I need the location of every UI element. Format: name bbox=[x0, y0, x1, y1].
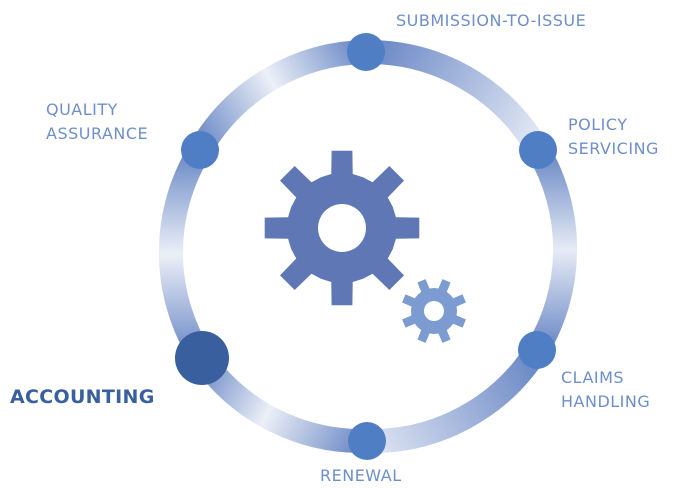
cycle-ring bbox=[158, 39, 578, 454]
ring-arc-renewal-to-accounting bbox=[192, 350, 368, 454]
small-gear-icon bbox=[402, 279, 466, 343]
label-renewal-text: RENEWAL bbox=[320, 466, 402, 485]
label-claims-line1: CLAIMS bbox=[561, 368, 625, 387]
ring-arc-accounting-to-quality bbox=[158, 143, 213, 365]
node-renewal[interactable] bbox=[348, 422, 386, 460]
ring-arc-policy-to-claims bbox=[526, 143, 578, 357]
node-quality-assurance[interactable] bbox=[181, 131, 219, 169]
node-accounting-active[interactable] bbox=[175, 331, 229, 385]
label-accounting-text: ACCOUNTING bbox=[10, 386, 155, 408]
node-claims-handling[interactable] bbox=[518, 331, 556, 369]
label-renewal: RENEWAL bbox=[320, 464, 402, 488]
large-gear-icon bbox=[264, 150, 420, 306]
ring-arc-quality-to-submission bbox=[189, 40, 367, 157]
label-policy-servicing: POLICY SERVICING bbox=[568, 113, 659, 161]
node-policy-servicing[interactable] bbox=[519, 131, 557, 169]
label-submission-text: SUBMISSION-TO-ISSUE bbox=[396, 11, 587, 30]
node-submission-to-issue[interactable] bbox=[347, 33, 385, 71]
label-claims-line2: HANDLING bbox=[561, 392, 651, 411]
label-quality-line1: QUALITY bbox=[46, 100, 118, 119]
label-policy-line2: SERVICING bbox=[568, 139, 659, 158]
label-quality-assurance: QUALITY ASSURANCE bbox=[46, 98, 148, 146]
label-quality-line2: ASSURANCE bbox=[46, 124, 149, 143]
label-accounting: ACCOUNTING bbox=[10, 385, 155, 409]
label-submission-to-issue: SUBMISSION-TO-ISSUE bbox=[396, 9, 586, 33]
label-claims-handling: CLAIMS HANDLING bbox=[561, 366, 650, 414]
label-policy-line1: POLICY bbox=[568, 115, 628, 134]
ring-arc-submission-to-policy bbox=[365, 39, 549, 157]
ring-arc-claims-to-renewal bbox=[366, 343, 548, 454]
